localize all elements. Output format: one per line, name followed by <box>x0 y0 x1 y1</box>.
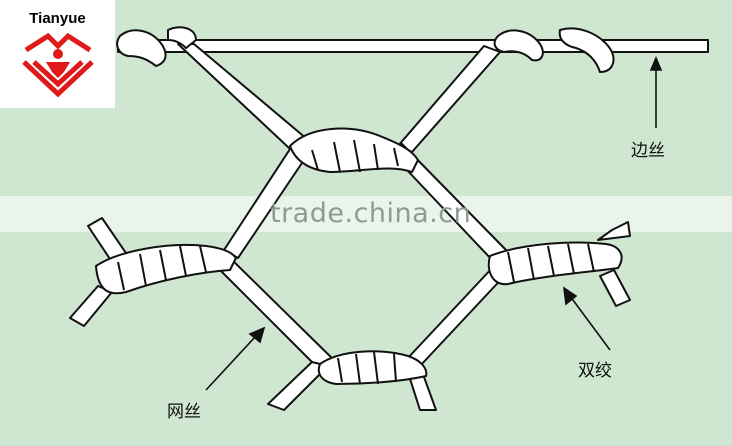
double-twist-left <box>94 243 238 295</box>
label-mesh-wire: 网丝 <box>167 402 201 422</box>
watermark-text: trade.china.cn <box>270 198 472 229</box>
watermark-band <box>0 196 732 232</box>
logo-text: Tianyue <box>29 10 86 27</box>
edge-wrap-left-cross <box>167 26 198 50</box>
double-twist-bottom <box>317 350 428 386</box>
label-double-twist: 双绞 <box>578 361 612 381</box>
edge-wire <box>117 39 709 53</box>
logo-panel: Tianyue <box>0 0 115 108</box>
double-twist-right <box>487 241 623 286</box>
label-edge-wire: 边丝 <box>631 141 665 161</box>
mesh-wire-left-lower <box>69 285 113 327</box>
edge-wrap-left <box>116 29 167 68</box>
mesh-wire-right-upper <box>597 221 631 241</box>
mesh-wire-lower-left <box>211 255 339 373</box>
mesh-wire-right-lower <box>599 269 631 307</box>
edge-wire-arrowhead <box>649 55 663 71</box>
double-twist-arrowhead <box>562 286 578 306</box>
double-twist-arrow-line <box>569 295 611 351</box>
edge-wrap-right <box>493 29 544 62</box>
mesh-wire-lower-right <box>405 265 509 367</box>
mesh-wire-upper-right <box>397 45 501 153</box>
tianyue-logo-mark <box>22 32 94 98</box>
mesh-wire-arrowhead <box>248 326 266 344</box>
double-twist-top <box>288 127 420 174</box>
mesh-wire-arrow-line <box>205 335 257 391</box>
edge-wrap-right-tail <box>558 27 615 74</box>
